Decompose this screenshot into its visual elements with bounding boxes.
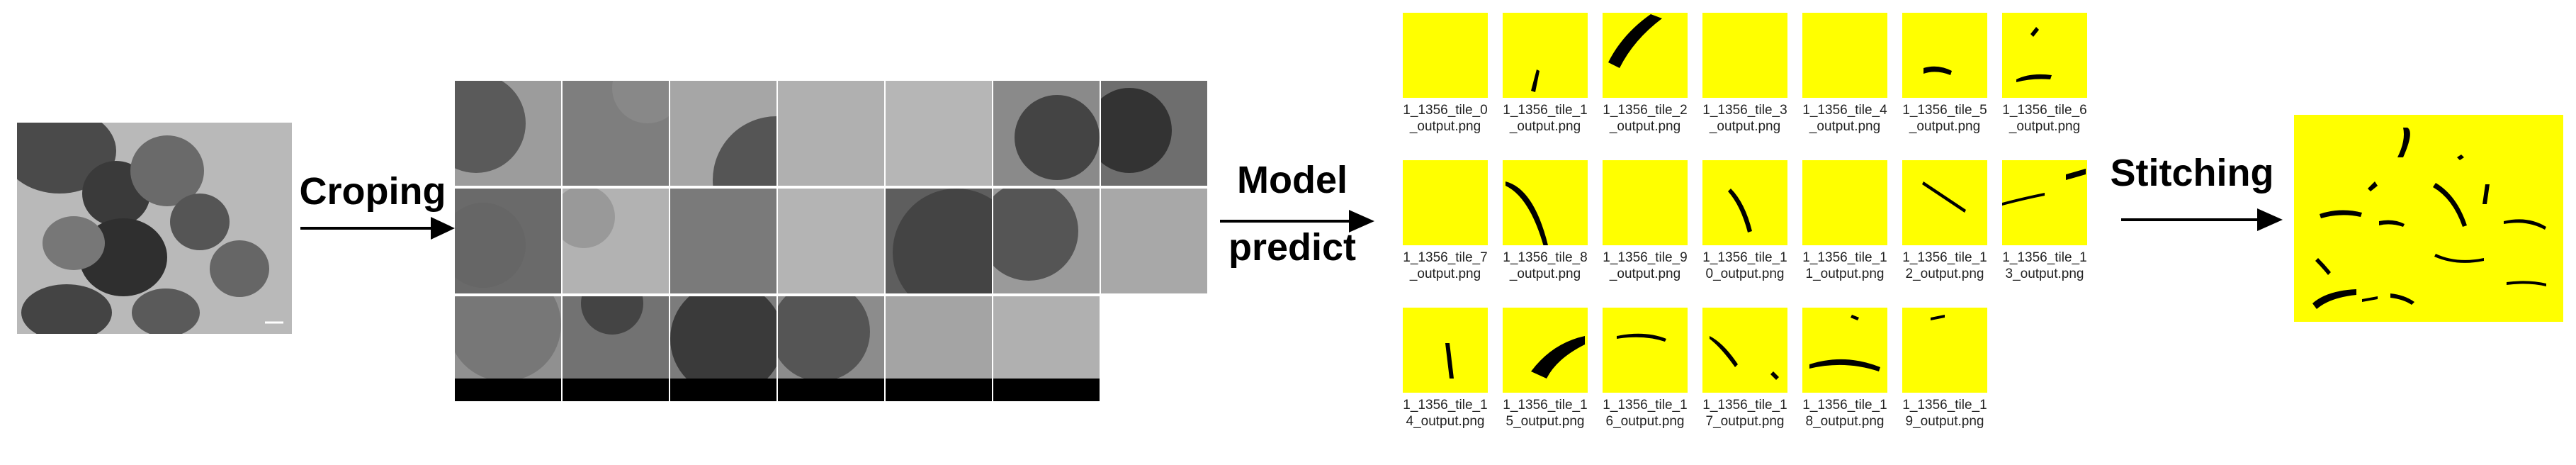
output-tile-caption: 1_1356_tile_14_output.png <box>1403 398 1488 429</box>
output-tile: 1_1356_tile_17_output.png <box>1695 308 1795 430</box>
output-tile: 1_1356_tile_13_output.png <box>1995 160 2094 282</box>
output-tile-caption: 1_1356_tile_16_output.png <box>1603 398 1688 429</box>
cropped-tile <box>455 296 561 401</box>
output-mask-thumbnail <box>1702 13 1787 98</box>
output-mask-thumbnail <box>1902 160 1987 245</box>
output-mask-thumbnail <box>1802 13 1887 98</box>
output-mask-thumbnail <box>2002 13 2087 98</box>
cropped-tile <box>993 296 1100 401</box>
output-tile-caption: 1_1356_tile_13_output.png <box>2002 250 2087 281</box>
original-micrograph <box>17 123 292 334</box>
cropped-tile <box>778 81 884 186</box>
model-predict-label-line1: Model <box>1237 159 1348 201</box>
output-tile: 1_1356_tile_7_output.png <box>1396 160 1495 282</box>
cropped-tile <box>886 296 992 401</box>
output-mask-thumbnail <box>1802 308 1887 393</box>
output-tile-caption: 1_1356_tile_2_output.png <box>1603 103 1688 134</box>
output-mask-thumbnail <box>1503 13 1588 98</box>
output-tile: 1_1356_tile_0_output.png <box>1396 13 1495 135</box>
cropped-tile <box>1101 81 1207 186</box>
output-tile: 1_1356_tile_8_output.png <box>1496 160 1595 282</box>
cropped-tile-grid <box>455 81 1209 403</box>
model-predict-label: Model predict <box>1214 157 1370 271</box>
output-mask-thumbnail <box>1702 160 1787 245</box>
output-mask-thumbnail <box>1702 308 1787 393</box>
output-mask-thumbnail <box>1403 308 1488 393</box>
cropped-tile <box>886 189 992 293</box>
output-tile-caption: 1_1356_tile_12_output.png <box>1902 250 1987 281</box>
output-tile: 1_1356_tile_16_output.png <box>1595 308 1695 430</box>
output-mask-thumbnail <box>2002 160 2087 245</box>
stitching-arrow <box>2121 208 2283 231</box>
model-predict-arrow <box>1220 210 1374 232</box>
cropped-tile <box>563 189 669 293</box>
output-tile-caption: 1_1356_tile_8_output.png <box>1503 250 1588 281</box>
output-tile: 1_1356_tile_5_output.png <box>1895 13 1994 135</box>
cropped-tile <box>1101 189 1207 293</box>
output-tile-caption: 1_1356_tile_18_output.png <box>1802 398 1887 429</box>
output-tile-caption: 1_1356_tile_10_output.png <box>1702 250 1787 281</box>
cropped-tile <box>455 189 561 293</box>
cropped-tile <box>778 296 884 401</box>
output-tile-caption: 1_1356_tile_0_output.png <box>1403 103 1488 134</box>
output-mask-thumbnail <box>1503 308 1588 393</box>
output-mask-thumbnail <box>1403 13 1488 98</box>
output-tile-caption: 1_1356_tile_6_output.png <box>2002 103 2087 134</box>
output-tile: 1_1356_tile_10_output.png <box>1695 160 1795 282</box>
cropped-tile <box>670 81 776 186</box>
output-mask-thumbnail <box>1603 160 1688 245</box>
cropped-tile <box>993 81 1100 186</box>
output-tile: 1_1356_tile_1_output.png <box>1496 13 1595 135</box>
cropped-tile <box>455 81 561 186</box>
output-tile-caption: 1_1356_tile_7_output.png <box>1403 250 1488 281</box>
cropping-label: Croping <box>299 170 446 213</box>
output-tile-caption: 1_1356_tile_15_output.png <box>1503 398 1588 429</box>
cropped-tile <box>563 296 669 401</box>
stitched-mask-image <box>2294 115 2563 322</box>
cropped-tile <box>886 81 992 186</box>
output-tile: 1_1356_tile_14_output.png <box>1396 308 1495 430</box>
output-mask-thumbnail <box>1802 160 1887 245</box>
cropped-tile <box>563 81 669 186</box>
output-tile: 1_1356_tile_12_output.png <box>1895 160 1994 282</box>
output-tile: 1_1356_tile_11_output.png <box>1795 160 1894 282</box>
output-tile-caption: 1_1356_tile_9_output.png <box>1603 250 1688 281</box>
model-predict-label-line2: predict <box>1228 225 1357 269</box>
output-tile-caption: 1_1356_tile_3_output.png <box>1702 103 1787 134</box>
output-tile-caption: 1_1356_tile_4_output.png <box>1802 103 1887 134</box>
output-mask-thumbnail <box>1902 308 1987 393</box>
cropped-tile <box>993 189 1100 293</box>
output-tile: 1_1356_tile_6_output.png <box>1995 13 2094 135</box>
output-mask-thumbnail <box>1503 160 1588 245</box>
output-mask-thumbnail <box>1403 160 1488 245</box>
output-tile-caption: 1_1356_tile_5_output.png <box>1902 103 1987 134</box>
output-mask-thumbnail <box>1603 13 1688 98</box>
output-tile: 1_1356_tile_4_output.png <box>1795 13 1894 135</box>
output-tile: 1_1356_tile_18_output.png <box>1795 308 1894 430</box>
cropping-arrow <box>300 217 455 240</box>
output-tile: 1_1356_tile_2_output.png <box>1595 13 1695 135</box>
output-tile-caption: 1_1356_tile_11_output.png <box>1802 250 1887 281</box>
cropped-tile <box>670 189 776 293</box>
output-tile-caption: 1_1356_tile_19_output.png <box>1902 398 1987 429</box>
output-tile: 1_1356_tile_15_output.png <box>1496 308 1595 430</box>
output-tile: 1_1356_tile_9_output.png <box>1595 160 1695 282</box>
output-mask-thumbnail <box>1902 13 1987 98</box>
output-tile-caption: 1_1356_tile_1_output.png <box>1503 103 1588 134</box>
cropped-tile <box>670 296 776 401</box>
output-tile: 1_1356_tile_19_output.png <box>1895 308 1994 430</box>
output-mask-thumbnail <box>1603 308 1688 393</box>
output-tile-caption: 1_1356_tile_17_output.png <box>1702 398 1787 429</box>
output-tile: 1_1356_tile_3_output.png <box>1695 13 1795 135</box>
cropped-tile <box>778 189 884 293</box>
stitching-label: Stitching <box>2110 152 2274 194</box>
